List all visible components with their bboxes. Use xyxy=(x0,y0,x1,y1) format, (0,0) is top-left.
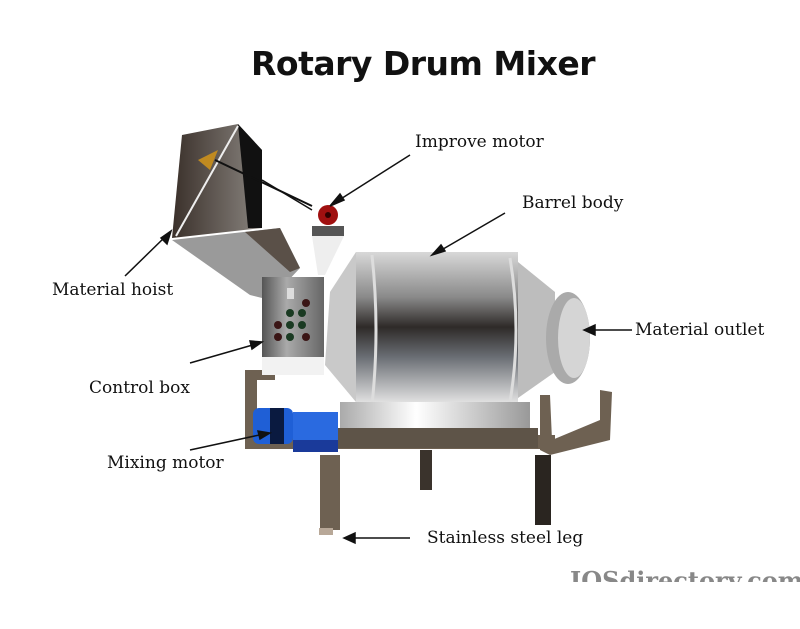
improve-motor xyxy=(214,159,344,275)
material-hoist xyxy=(172,124,300,300)
watermark: IQSdirectory.com xyxy=(570,566,800,582)
label-mixing-motor: Mixing motor xyxy=(107,453,224,473)
drum-base xyxy=(340,402,530,428)
leg-foot xyxy=(319,528,333,535)
label-material-hoist: Material hoist xyxy=(52,280,174,300)
label-arrows xyxy=(124,154,632,545)
label-barrel-body: Barrel body xyxy=(522,193,624,213)
base-frame xyxy=(338,428,538,448)
diagram-title: Rotary Drum Mixer xyxy=(250,44,596,83)
label-control-box: Control box xyxy=(89,378,190,398)
label-stainless-steel-leg: Stainless steel leg xyxy=(427,528,584,548)
label-material-outlet: Material outlet xyxy=(635,320,765,340)
barrel-body xyxy=(325,252,590,406)
control-box xyxy=(262,277,324,375)
label-improve-motor: Improve motor xyxy=(415,132,544,152)
